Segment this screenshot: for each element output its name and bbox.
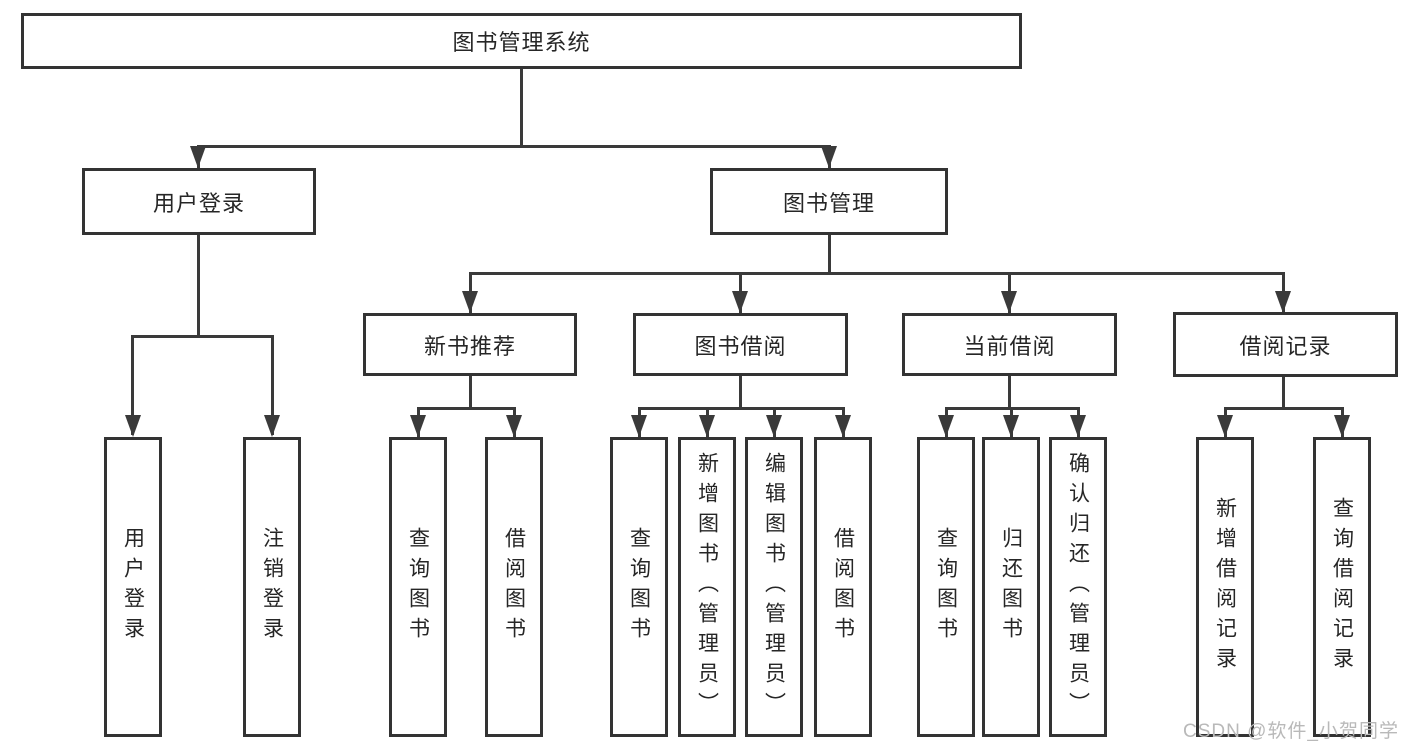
leaf-borrow-query-book-label: 查询图书 (627, 527, 651, 647)
leaf-current-confirm-return: 确认归还（管理员） (1049, 437, 1107, 737)
leaf-borrow-add-book: 新增图书（管理员） (678, 437, 736, 737)
leaf-current-query-book-label: 查询图书 (934, 527, 958, 647)
arrowhead-down-icon (1001, 291, 1017, 313)
leaf-current-confirm-return-label: 确认归还（管理员） (1066, 452, 1090, 722)
arrowhead-down-icon (699, 415, 715, 437)
node-book-management-label: 图书管理 (782, 190, 875, 216)
arrowhead-down-icon (1275, 291, 1291, 313)
leaf-user-login-label: 用户登录 (121, 527, 145, 647)
node-new-book-recommend: 新书推荐 (363, 313, 577, 376)
node-root: 图书管理系统 (21, 13, 1022, 69)
leaf-record-query-record-label: 查询借阅记录 (1330, 497, 1354, 677)
arrowhead-down-icon (1003, 415, 1019, 437)
leaf-borrow-borrow-book-label: 借阅图书 (831, 527, 855, 647)
leaf-logout-label: 注销登录 (260, 527, 284, 647)
connector-recommend-trunk (469, 376, 472, 409)
arrowhead-down-icon (821, 146, 837, 168)
node-book-borrow-label: 图书借阅 (694, 333, 787, 359)
leaf-current-return-book: 归还图书 (982, 437, 1040, 737)
arrowhead-down-icon (410, 415, 426, 437)
arrowhead-down-icon (506, 415, 522, 437)
arrowhead-down-icon (190, 146, 206, 168)
leaf-user-login: 用户登录 (104, 437, 162, 737)
arrowhead-down-icon (631, 415, 647, 437)
node-user-login-label: 用户登录 (152, 190, 245, 216)
connector-record-rail (1224, 407, 1344, 410)
arrowhead-down-icon (1217, 415, 1233, 437)
connector-drop (131, 335, 134, 435)
connector-drop (271, 335, 274, 435)
connector-recommend-rail (417, 407, 516, 410)
arrowhead-down-icon (264, 415, 280, 437)
arrowhead-down-icon (1334, 415, 1350, 437)
leaf-borrow-edit-book: 编辑图书（管理员） (745, 437, 803, 737)
leaf-record-query-record: 查询借阅记录 (1313, 437, 1371, 737)
leaf-recommend-query-book: 查询图书 (389, 437, 447, 737)
arrowhead-down-icon (938, 415, 954, 437)
connector-user-login-rail (131, 335, 274, 338)
leaf-recommend-borrow-book-label: 借阅图书 (502, 527, 526, 647)
arrowhead-down-icon (125, 415, 141, 437)
leaf-borrow-query-book: 查询图书 (610, 437, 668, 737)
node-borrow-record: 借阅记录 (1173, 312, 1398, 377)
leaf-current-query-book: 查询图书 (917, 437, 975, 737)
node-root-label: 图书管理系统 (452, 30, 591, 55)
arrowhead-down-icon (835, 415, 851, 437)
arrowhead-down-icon (766, 415, 782, 437)
leaf-record-add-record-label: 新增借阅记录 (1213, 497, 1237, 677)
connector-book-mgmt-rail (469, 272, 1285, 275)
csdn-watermark: CSDN @软件_小贺同学 (1183, 721, 1399, 742)
leaf-borrow-add-book-label: 新增图书（管理员） (695, 452, 719, 722)
connector-root-rail (197, 145, 831, 148)
connector-record-trunk (1282, 377, 1285, 409)
leaf-current-return-book-label: 归还图书 (999, 527, 1023, 647)
connector-book-mgmt-trunk (828, 235, 831, 275)
leaf-recommend-borrow-book: 借阅图书 (485, 437, 543, 737)
node-book-borrow: 图书借阅 (633, 313, 848, 376)
leaf-recommend-query-book-label: 查询图书 (406, 527, 430, 647)
leaf-logout: 注销登录 (243, 437, 301, 737)
connector-current-trunk (1008, 376, 1011, 409)
connector-root-trunk (520, 68, 523, 148)
node-new-book-recommend-label: 新书推荐 (423, 333, 516, 359)
node-borrow-record-label: 借阅记录 (1239, 333, 1332, 359)
connector-user-login-trunk (197, 235, 200, 338)
node-book-management: 图书管理 (710, 168, 948, 235)
leaf-borrow-edit-book-label: 编辑图书（管理员） (762, 452, 786, 722)
node-user-login: 用户登录 (82, 168, 316, 235)
leaf-record-add-record: 新增借阅记录 (1196, 437, 1254, 737)
connector-borrow-trunk (739, 376, 742, 409)
node-current-borrow-label: 当前借阅 (963, 333, 1056, 359)
leaf-borrow-borrow-book: 借阅图书 (814, 437, 872, 737)
arrowhead-down-icon (1070, 415, 1086, 437)
connector-borrow-rail (638, 407, 845, 410)
node-current-borrow: 当前借阅 (902, 313, 1117, 376)
arrowhead-down-icon (732, 291, 748, 313)
arrowhead-down-icon (462, 291, 478, 313)
